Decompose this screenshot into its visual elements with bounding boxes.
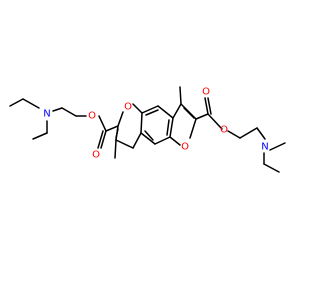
bond: [189, 118, 197, 139]
bond: [166, 119, 170, 136]
bond: [183, 107, 195, 119]
oxygen-atom-furan-right: O: [181, 142, 189, 153]
oxygen-atom-ester-right: O: [220, 125, 228, 136]
bond: [52, 107, 63, 112]
bond: [140, 132, 156, 145]
bond: [256, 127, 266, 140]
bond: [140, 112, 143, 134]
nitrogen-atom-left: N: [43, 109, 50, 120]
bonds: [9, 86, 286, 173]
bond: [169, 136, 181, 146]
bond: [157, 105, 174, 119]
oxygen-atom-ester-left: O: [88, 111, 96, 122]
nitrogen-atom-right: N: [261, 142, 268, 153]
bond: [145, 109, 159, 116]
bond: [269, 142, 286, 151]
bond: [115, 128, 119, 139]
bond: [263, 163, 280, 173]
bond: [132, 132, 142, 149]
bond: [169, 117, 174, 138]
bond: [114, 139, 117, 159]
bond: [32, 132, 48, 140]
bond: [105, 125, 119, 132]
bond: [207, 97, 212, 115]
bond: [204, 97, 209, 115]
molecule-structure: N O O O O O O N: [9, 86, 286, 173]
bond: [141, 105, 159, 114]
bond: [144, 130, 154, 141]
bond: [195, 113, 209, 120]
bond: [22, 98, 40, 109]
bond: [9, 98, 24, 107]
bond: [207, 113, 223, 130]
bond: [172, 103, 182, 119]
bond: [132, 103, 143, 114]
molecule-canvas: N O O O O O O N: [9, 86, 286, 173]
bond: [227, 130, 241, 139]
oxygen-atom-carbonyl-left: O: [92, 150, 100, 161]
atom-labels: N O O O O O O N: [43, 87, 268, 161]
bond: [239, 127, 258, 139]
bond: [115, 139, 134, 149]
bond: [154, 136, 171, 145]
bond: [97, 130, 104, 149]
bond: [100, 130, 107, 149]
bond: [98, 115, 107, 132]
oxygen-atom-furan-left: O: [124, 102, 132, 113]
bond: [61, 107, 77, 117]
oxygen-atom-carbonyl-right: O: [202, 87, 210, 98]
bond: [117, 111, 124, 127]
bond: [179, 86, 182, 105]
